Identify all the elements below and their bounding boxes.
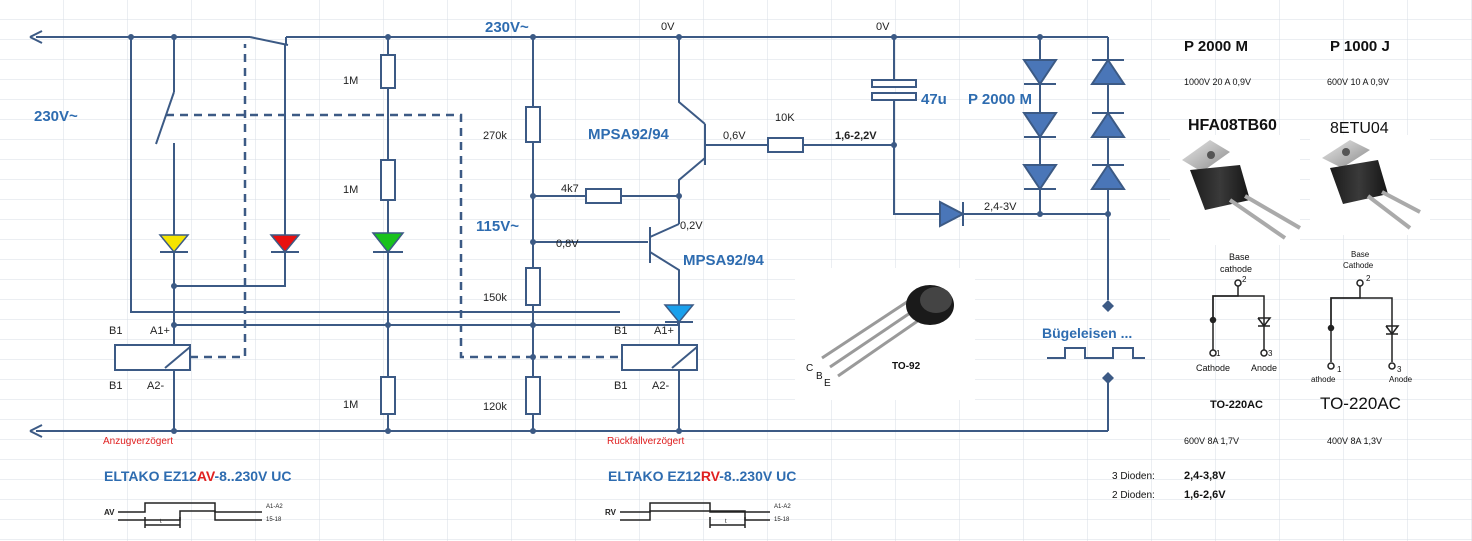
pinout-label: 3 — [1268, 349, 1273, 358]
voltage-label: 0,2V — [680, 220, 703, 232]
pinout-label: cathode — [1220, 264, 1252, 274]
voltage-label: 2,4-3V — [984, 201, 1017, 213]
pinout-label: athode — [1311, 375, 1336, 384]
timing-label: 15-18 — [774, 517, 790, 523]
wires — [29, 30, 1109, 438]
pinout-label: 2 — [1366, 274, 1371, 283]
diode-count-label: 3 Dioden: — [1112, 471, 1155, 482]
to92-package-image — [795, 268, 975, 400]
pinout-label: Base — [1351, 250, 1370, 259]
package-label: TO-220AC — [1210, 399, 1263, 411]
resistor-10k-label: 10K — [775, 112, 795, 124]
top-mains-label: 230V~ — [485, 19, 529, 36]
diode-string-label: P 2000 M — [968, 91, 1032, 108]
part-spec: 600V 10 A 0,9V — [1327, 77, 1389, 87]
resistor-1m-label: 1M — [343, 184, 358, 196]
led-red — [269, 234, 301, 254]
led-green — [371, 232, 405, 254]
to92-pin-label: C — [806, 363, 813, 374]
pinout-label: 2 — [1242, 275, 1247, 284]
diode-count-value: 1,6-2,6V — [1184, 489, 1226, 501]
junctions — [128, 34, 1111, 434]
part-spec: 600V 8A 1,7V — [1184, 436, 1239, 446]
timing-label: t — [160, 519, 162, 525]
pinout-label: Cathode — [1196, 363, 1230, 373]
zero-volt-label: 0V — [876, 21, 890, 33]
relay-pin-label: B1 — [614, 325, 627, 337]
relay-pin-label: A2- — [652, 380, 669, 392]
part-spec: 400V 8A 1,3V — [1327, 436, 1382, 446]
relay-pin-label: A1+ — [654, 325, 674, 337]
capacitor-label: 47u — [921, 91, 947, 108]
pinout-label: 3 — [1397, 365, 1402, 374]
relay-pin-label: A2- — [147, 380, 164, 392]
relay-pin-label: B1 — [109, 325, 122, 337]
part-number: 8ETU04 — [1330, 120, 1389, 137]
pinout-label: Anode — [1251, 363, 1277, 373]
relay-av — [114, 344, 191, 371]
pinout-label: Cathode — [1343, 261, 1374, 270]
relay-rv-caption: Rückfallverzögert — [607, 436, 684, 447]
to92-pin-label: B — [816, 371, 823, 382]
voltage-label: 0,8V — [556, 238, 579, 250]
left-mains-label: 230V~ — [34, 108, 78, 125]
relay-rv — [621, 344, 698, 371]
capacitor-47u — [871, 79, 917, 101]
resistor-1m-label: 1M — [343, 75, 358, 87]
diode-count-label: 2 Dioden: — [1112, 490, 1155, 501]
timing-label: AV — [104, 508, 115, 517]
voltage-label: 1,6-2,2V — [835, 130, 877, 142]
eltako-av-title: ELTAKO EZ12AV-8..230V UC — [104, 468, 292, 484]
resistors — [380, 54, 804, 415]
led-yellow — [158, 234, 190, 254]
part-name: P 2000 M — [1184, 38, 1248, 55]
to92-label: TO-92 — [892, 361, 921, 372]
pinout-label: Anode — [1389, 375, 1413, 384]
eltako-rv-title: ELTAKO EZ12RV-8..230V UC — [608, 468, 796, 484]
mechanical-link — [166, 44, 622, 359]
resistor-1m-label: 1M — [343, 399, 358, 411]
timing-label: A1-A2 — [266, 504, 283, 510]
timing-label: A1-A2 — [774, 504, 791, 510]
to220-package-hfa — [1170, 135, 1302, 245]
resistor-270k-label: 270k — [483, 130, 507, 142]
transistor-q2-label: MPSA92/94 — [683, 252, 765, 269]
relay-av-caption: Anzugverzögert — [103, 436, 173, 447]
timing-diagram-rv — [620, 502, 770, 528]
diode-string — [939, 58, 1126, 228]
zero-volt-label: 0V — [661, 21, 675, 33]
part-name: P 1000 J — [1330, 38, 1390, 55]
resistor-120k-label: 120k — [483, 401, 507, 413]
led-blue — [663, 304, 695, 324]
pinout-8etu — [1327, 279, 1400, 370]
part-spec: 1000V 20 A 0,9V — [1184, 77, 1251, 87]
diode-count-value: 2,4-3,8V — [1184, 470, 1226, 482]
iron-waveform — [1047, 347, 1145, 359]
pinout-hfa — [1209, 279, 1272, 357]
iron-terminals — [1102, 300, 1114, 384]
timing-label: t — [725, 519, 727, 525]
pinout-label: Base — [1229, 252, 1250, 262]
transistor-q1-label: MPSA92/94 — [588, 126, 670, 143]
pinout-label: 1 — [1216, 349, 1221, 358]
iron-label: Bügeleisen ... — [1042, 325, 1132, 341]
timing-diagram-av — [118, 502, 262, 528]
mid-mains-label: 115V~ — [476, 218, 519, 235]
pinout-label: 1 — [1337, 365, 1342, 374]
relay-pin-label: B1 — [614, 380, 627, 392]
to220-package-8etu — [1310, 135, 1430, 235]
relay-pin-label: A1+ — [150, 325, 170, 337]
part-number: HFA08TB60 — [1188, 117, 1277, 134]
package-label: TO-220AC — [1320, 394, 1401, 413]
timing-label: RV — [605, 508, 617, 517]
resistor-4k7-label: 4k7 — [561, 183, 579, 195]
resistor-150k-label: 150k — [483, 292, 507, 304]
timing-label: 15-18 — [266, 517, 282, 523]
relay-pin-label: B1 — [109, 380, 122, 392]
voltage-label: 0,6V — [723, 130, 746, 142]
to92-pin-label: E — [824, 378, 831, 389]
